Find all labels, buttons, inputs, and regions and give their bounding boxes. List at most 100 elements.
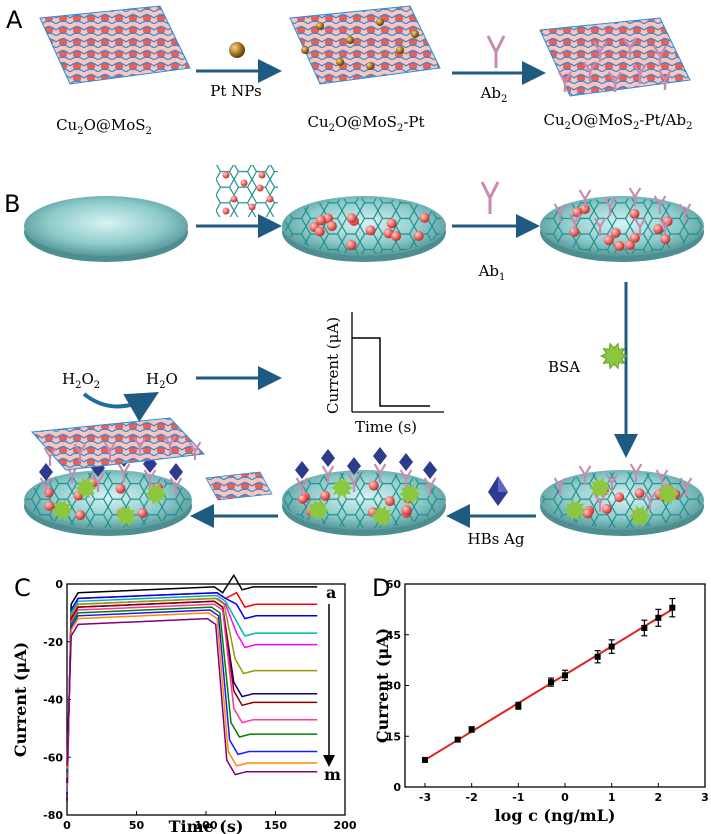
antibody (553, 477, 567, 496)
pt-nanoparticle (411, 30, 419, 38)
bsa-blocker (564, 499, 586, 521)
y-tick-label: 30 (386, 680, 402, 693)
x-tick-label: 0 (561, 791, 569, 804)
x-tick-label: -3 (419, 791, 431, 804)
antibody (578, 465, 592, 484)
data-point (422, 756, 428, 763)
nanosphere (572, 207, 583, 218)
panel-label-d: D (372, 574, 390, 602)
x-tick-label: -2 (466, 791, 478, 804)
antibody (347, 473, 361, 492)
data-point (515, 702, 522, 709)
nanosphere (634, 488, 645, 499)
current-trace (66, 594, 318, 792)
antibody (679, 477, 693, 496)
label-h2o: H2O (146, 370, 178, 391)
antibody (658, 217, 672, 236)
nanosphere (248, 203, 256, 211)
antibody (103, 441, 117, 460)
y-tick-label: 15 (386, 730, 401, 743)
nanosphere (314, 226, 325, 237)
antibody (653, 195, 667, 214)
x-axis-label: Time (s) (169, 817, 244, 834)
material-cu2o-mos2-pt (289, 5, 441, 85)
antibody (568, 213, 582, 232)
pt-nanoparticle (366, 62, 374, 70)
antibody (295, 477, 309, 496)
antibody (373, 463, 387, 482)
nanosphere (582, 508, 593, 519)
label-cu2o-mos2-pt: Cu2O@MoS2-Pt (307, 113, 424, 134)
antibody (73, 443, 87, 462)
antibody (557, 71, 573, 92)
data-point (641, 624, 648, 631)
antibody (188, 441, 202, 460)
antibody (163, 435, 177, 454)
nanosphere (579, 204, 590, 215)
y-tick-label: 0 (393, 781, 401, 794)
panel-label-b: B (4, 190, 20, 218)
label-ab1: Ab1 (478, 262, 506, 283)
antigen (347, 457, 361, 475)
x-tick-label: 150 (264, 819, 287, 832)
nanosphere (653, 224, 664, 235)
label-pt-nps: Pt NPs (210, 82, 261, 100)
antibody (652, 45, 668, 66)
x-tick-label: 3 (701, 791, 709, 804)
bsa-blocker (657, 483, 679, 505)
antigen (295, 461, 309, 479)
antibody (593, 493, 607, 512)
current-trace (66, 603, 318, 778)
y-tick-label: -60 (43, 751, 63, 764)
pt-nanoparticle (376, 18, 384, 26)
nanosphere (258, 171, 266, 179)
current-trace (66, 597, 318, 787)
antibody (582, 61, 598, 82)
nanosphere (266, 195, 274, 203)
antibody (117, 463, 131, 482)
antibody (607, 71, 623, 92)
nanosphere (297, 493, 308, 504)
x-tick-label: 2 (655, 791, 663, 804)
hbs-ag-icon-shade (498, 476, 508, 492)
nanosphere (222, 207, 230, 215)
antibody (39, 477, 53, 496)
x-tick-label: 100 (195, 819, 218, 832)
y-tick-label: 0 (55, 578, 63, 591)
antibody (593, 217, 607, 236)
material-cu2o-mos2-pt-ab2 (539, 17, 691, 97)
inset-y-label: Current (μA) (324, 317, 342, 414)
bsa-blocker (371, 505, 393, 527)
current-trace (66, 606, 318, 775)
nanosphere (624, 240, 635, 251)
nanosphere (614, 492, 625, 503)
antigen (169, 463, 183, 481)
nanosphere (368, 480, 379, 491)
y-tick-label: 60 (386, 578, 402, 591)
antigen (373, 447, 387, 465)
x-tick-label: 0 (63, 819, 71, 832)
data-point (655, 614, 662, 621)
current-trace (66, 573, 318, 801)
y-tick-label: 45 (386, 629, 401, 642)
nanosphere (614, 240, 625, 251)
x-tick-label: 1 (608, 791, 616, 804)
data-point (454, 736, 461, 743)
label-bsa: BSA (548, 358, 580, 376)
bsa-blocker (331, 477, 353, 499)
antibody (43, 447, 57, 466)
antigen (39, 463, 53, 481)
antibody (628, 187, 642, 206)
x-tick-label: 50 (129, 819, 145, 832)
label-hbs-ag: HBs Ag (467, 530, 524, 548)
antibody (133, 437, 147, 456)
bsa-blocker (307, 499, 329, 521)
sandwich-electrode (24, 417, 206, 536)
bsa-blocker (145, 483, 167, 505)
bsa-blocker (51, 499, 73, 521)
x-axis-label: log c (ng/mL) (495, 806, 616, 825)
nanosphere (326, 221, 337, 232)
nanosphere (386, 218, 397, 229)
